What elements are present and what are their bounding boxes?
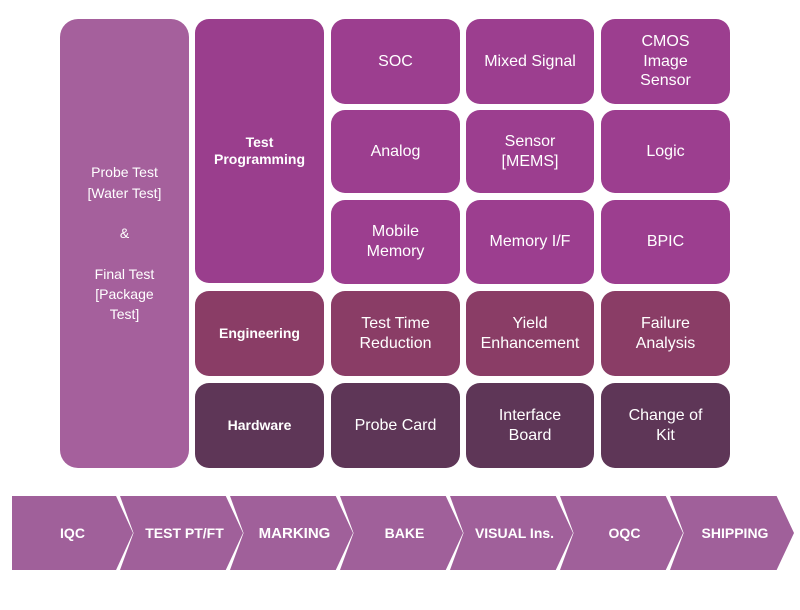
cell-logic: Logic: [601, 110, 730, 193]
flow-step-bake: BAKE: [340, 496, 463, 570]
cell-probe-card-label: Probe Card: [354, 416, 437, 434]
cell-soc: SOC: [331, 19, 460, 104]
probe-final-test-text: Probe Test [Water Test] & Final Test [Pa…: [87, 164, 162, 323]
cell-sensor-mems-label: Sensor [MEMS]: [501, 132, 559, 170]
flow-step-visual-ins: VISUAL Ins.: [450, 496, 573, 570]
cell-yield-enhancement-label: Yield Enhancement: [480, 314, 580, 352]
flow-step-marking-label: MARKING: [258, 524, 331, 542]
cell-yield-enhancement: Yield Enhancement: [466, 291, 594, 376]
flow-step-test-pt-ft: TEST PT/FT: [120, 496, 243, 570]
cell-test-time-reduction: Test Time Reduction: [331, 291, 460, 376]
cell-logic-label: Logic: [646, 142, 685, 160]
flow-step-visual-ins-label: VISUAL Ins.: [474, 525, 555, 541]
cell-bpic: BPIC: [601, 200, 730, 284]
cell-change-of-kit-label: Change of Kit: [628, 406, 703, 444]
cell-failure-analysis-label: Failure Analysis: [635, 314, 696, 352]
cell-analog-label: Analog: [370, 142, 421, 160]
flow-step-iqc: IQC: [12, 496, 133, 570]
engineering-label: Engineering: [219, 324, 300, 341]
cell-change-of-kit: Change of Kit: [601, 383, 730, 468]
cell-cmos-image-sensor: CMOS Image Sensor: [601, 19, 730, 104]
cell-sensor-mems: Sensor [MEMS]: [466, 110, 594, 193]
flow-step-shipping-label: SHIPPING: [701, 525, 769, 541]
flow-step-bake-label: BAKE: [384, 525, 425, 541]
cell-interface-board: Interface Board: [466, 383, 594, 468]
hardware-category: Hardware: [195, 383, 324, 468]
cell-soc-label: SOC: [378, 52, 413, 70]
test-programming-label: Test Programming: [213, 133, 305, 167]
cell-mobile-memory-label: Mobile Memory: [366, 223, 425, 260]
engineering-category: Engineering: [195, 291, 324, 376]
cell-memory-if-label: Memory I/F: [489, 233, 571, 251]
cell-mobile-memory: Mobile Memory: [331, 200, 460, 284]
cell-failure-analysis: Failure Analysis: [601, 291, 730, 376]
flow-step-iqc-label: IQC: [60, 525, 85, 541]
flow-step-shipping: SHIPPING: [670, 496, 794, 570]
cell-memory-if: Memory I/F: [466, 200, 594, 284]
cell-cmos-image-sensor-label: CMOS Image Sensor: [640, 33, 691, 90]
cell-test-time-reduction-label: Test Time Reduction: [359, 314, 432, 352]
flow-step-test-pt-ft-label: TEST PT/FT: [145, 525, 224, 541]
flow-step-oqc-label: OQC: [608, 525, 641, 541]
cell-interface-board-label: Interface Board: [498, 406, 562, 444]
cell-mixed-signal: Mixed Signal: [466, 19, 594, 104]
flow-step-oqc: OQC: [560, 496, 683, 570]
cell-mixed-signal-label: Mixed Signal: [484, 52, 576, 70]
probe-final-test-panel: Probe Test [Water Test] & Final Test [Pa…: [60, 19, 189, 468]
cell-bpic-label: BPIC: [646, 233, 685, 251]
hardware-label: Hardware: [227, 416, 292, 433]
cell-probe-card: Probe Card: [331, 383, 460, 468]
flow-step-marking: MARKING: [230, 496, 353, 570]
test-programming-category: Test Programming: [195, 19, 324, 283]
cell-analog: Analog: [331, 110, 460, 193]
